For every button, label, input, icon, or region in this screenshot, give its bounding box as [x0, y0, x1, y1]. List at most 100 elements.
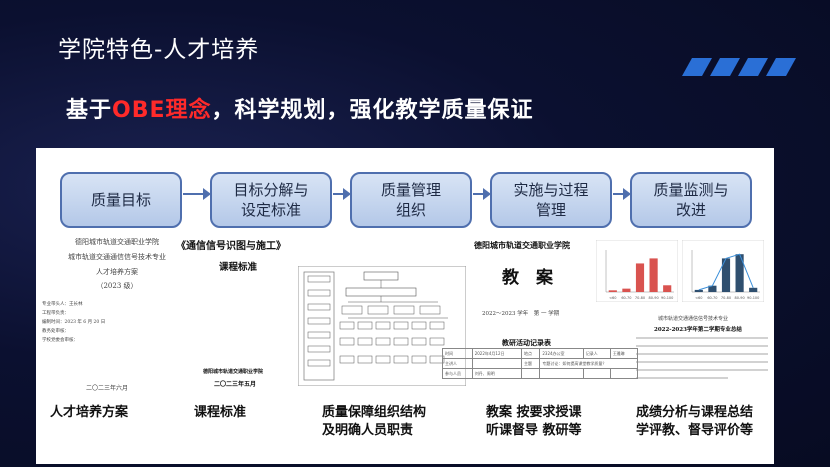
doc4-record-table: 时间 2022年4月12日 地点 2324办公室 记录人 王雅琳 主讲人 主题 … [442, 348, 639, 379]
caption-line: 质量保障组织结构 [322, 405, 427, 420]
flow-box-label: 质量监测与 [653, 181, 729, 199]
bar [622, 288, 631, 292]
flow-arrow [473, 188, 491, 200]
caption-line-2: 及明确人员职责 [322, 423, 414, 438]
caption-line-2: 听课督导 教研等 [486, 423, 582, 438]
tick-label: 80-90 [735, 296, 745, 300]
flow-box-quality-target: 质量目标 [60, 172, 182, 228]
caption-line-2: 学评教、督导评价等 [636, 423, 754, 438]
tick-label: 60-70 [621, 296, 631, 300]
flow-box-implementation: 实施与过程管理 [490, 172, 612, 228]
doc1-major: 城市轨道交通通信信号技术专业 [68, 253, 166, 261]
flow-arrow [183, 188, 211, 200]
subtitle-prefix: 基于 [66, 98, 113, 123]
bar [708, 285, 717, 292]
table-cell: 专题讨论：如何提高课堂教学质量？ [539, 358, 638, 369]
table-cell [520, 368, 541, 379]
tick-label: 60-70 [707, 296, 717, 300]
slide-subtitle: 基于OBE理念，科学规划，强化教学质量保证 [66, 92, 534, 124]
table-cell [582, 368, 611, 379]
doc4-record-title: 教研活动记录表 [502, 338, 551, 347]
doc1-field: 教务处审核： [42, 329, 69, 334]
doc1-year: （2023 级） [96, 282, 138, 290]
bar [749, 287, 758, 292]
flow-box-target-decomposition: 目标分解与设定标准 [210, 172, 332, 228]
table-cell: 主讲人 [442, 358, 473, 369]
trend-line [698, 253, 754, 291]
flow-box-label: 目标分解与 [233, 181, 309, 199]
doc5-heading2: 2022-2023学年第二学期专业总结 [654, 327, 742, 333]
flow-box-label-2: 组织 [395, 201, 426, 219]
bar [663, 285, 672, 292]
doc2-subtitle: 课程标准 [219, 262, 258, 273]
table-cell: 参与人员 [442, 368, 473, 379]
caption-line: 成绩分析与课程总结 [636, 405, 754, 420]
table-cell: 2324办公室 [539, 348, 584, 359]
tick-label: 70-80 [721, 296, 731, 300]
caption-line: 人才培养方案 [50, 405, 129, 420]
table-cell [539, 368, 584, 379]
bar [635, 263, 645, 292]
table-cell: 地点 [520, 348, 541, 359]
summary-text-lines [636, 337, 768, 379]
doc5-heading1: 城市轨道交通通信信号技术专业 [658, 316, 729, 322]
tick-label: <60 [609, 296, 616, 300]
flow-box-label-2: 改进 [675, 201, 706, 219]
bar [649, 258, 658, 292]
caption-grade-analysis: 成绩分析与课程总结 学评教、督导评价等 [636, 404, 753, 440]
doc4-school: 德阳城市轨道交通职业学院 [474, 240, 570, 250]
content-panel: 质量目标 目标分解与设定标准 质量管理组织 实施与过程管理 质量监测与改进 德阳… [36, 148, 774, 464]
flow-box-quality-monitoring: 质量监测与改进 [630, 172, 752, 228]
flow-arrow [333, 188, 351, 200]
doc4-title: 教 案 [502, 268, 553, 288]
table-cell: 刘丹、周明 [471, 368, 522, 379]
tick-label: 90-100 [661, 296, 673, 300]
bar [721, 258, 731, 292]
slide-title: 学院特色-人才培养 [58, 37, 260, 63]
bar [694, 289, 703, 292]
doc1-field: 专业带头人：王长林 [42, 302, 83, 307]
table-cell: 主题 [520, 358, 541, 369]
flow-box-label: 实施与过程 [513, 181, 589, 199]
caption-course-standard: 课程标准 [194, 404, 246, 422]
tick-label: 90-100 [747, 296, 759, 300]
caption-line: 教案 按要求授课 [486, 405, 582, 420]
caption-lesson-plan: 教案 按要求授课 听课督导 教研等 [486, 404, 582, 440]
doc1-footer: 二〇二三年六月 [86, 385, 129, 392]
doc2-date: 二〇二三年五月 [214, 381, 257, 388]
doc1-name: 人才培养方案 [96, 268, 138, 276]
caption-line: 课程标准 [194, 405, 247, 420]
doc2-title: 《通信信号识图与施工》 [176, 241, 286, 252]
doc2-school: 德阳城市轨道交通职业学院 [203, 369, 264, 375]
table-cell [471, 358, 522, 369]
decorative-stripes [682, 58, 796, 76]
doc1-field: 编制时间：2023 年 6 月 20 日 [42, 320, 106, 325]
doc1-field: 学校党委会审核： [42, 338, 78, 343]
doc1-fields: 专业带头人：王长林 工程带负责： 编制时间：2023 年 6 月 20 日 教务… [42, 300, 105, 345]
caption-org-structure: 质量保障组织结构 及明确人员职责 [322, 404, 426, 440]
table-row: 时间 2022年4月12日 地点 2324办公室 记录人 王雅琳 [442, 348, 639, 359]
caption-training-plan: 人才培养方案 [50, 404, 128, 422]
subtitle-highlight: OBE理念 [112, 98, 212, 123]
flow-box-label: 质量目标 [90, 191, 151, 209]
tick-label: 70-80 [635, 296, 645, 300]
flow-arrow [613, 188, 631, 200]
table-row: 参与人员 刘丹、周明 [442, 368, 639, 379]
bar [608, 290, 617, 292]
table-cell [609, 368, 639, 379]
doc4-term: 2022～2023 学年 第 一 学期 [482, 311, 560, 317]
flow-box-label: 质量管理 [380, 181, 441, 199]
tick-label: 80-90 [649, 296, 659, 300]
table-cell: 2022年4月12日 [471, 348, 522, 359]
flow-box-label-2: 管理 [535, 201, 566, 219]
table-cell: 时间 [442, 348, 473, 359]
flow-box-label-2: 设定标准 [240, 201, 301, 219]
bar [735, 254, 744, 292]
table-row: 主讲人 主题 专题讨论：如何提高课堂教学质量？ [442, 358, 638, 369]
table-cell: 记录人 [582, 348, 611, 359]
tick-label: <60 [695, 296, 702, 300]
flow-box-quality-management: 质量管理组织 [350, 172, 472, 228]
